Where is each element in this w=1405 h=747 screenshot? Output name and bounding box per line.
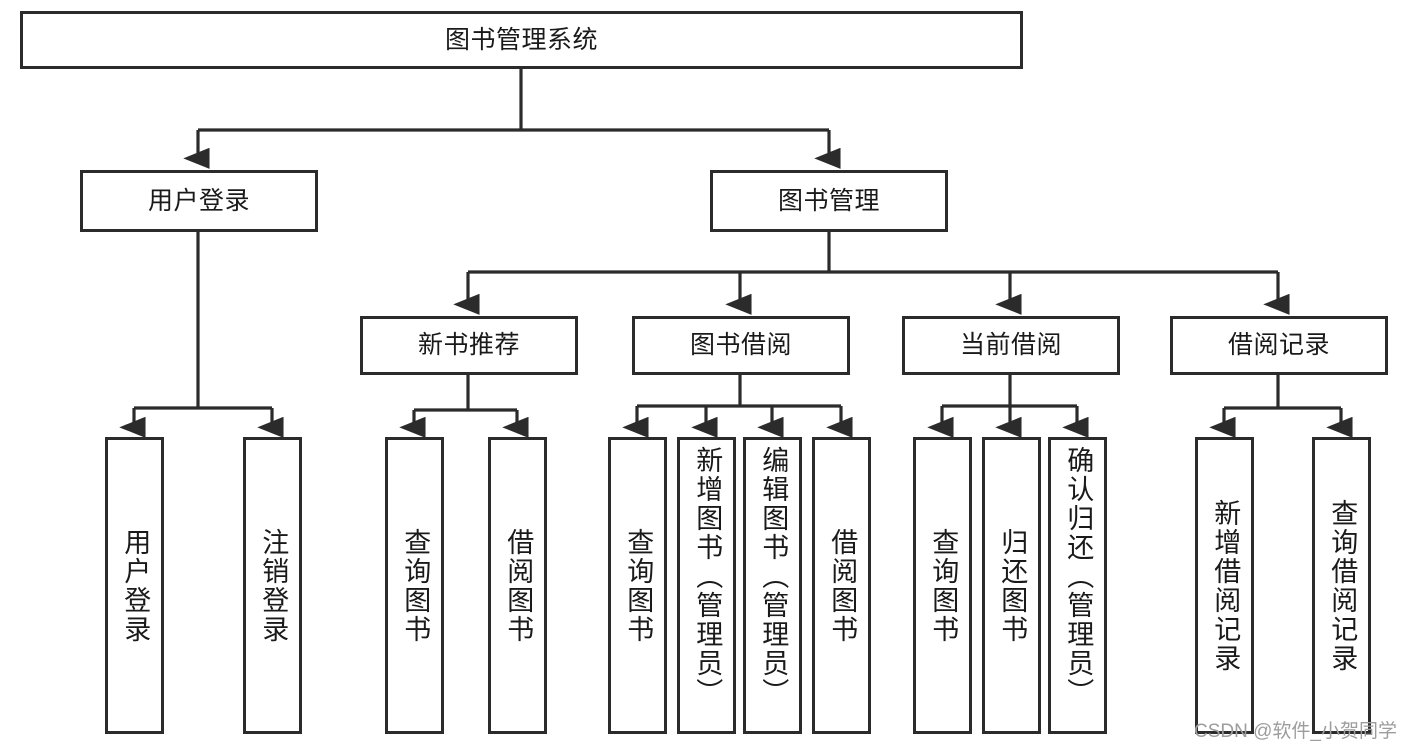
node-label: 归还图书 (997, 527, 1028, 644)
node-label: 借阅记录 (1227, 331, 1330, 360)
node-label: 图书管理系统 (444, 25, 598, 54)
node-label: 用户登录 (120, 527, 151, 644)
node-book-borrow[interactable]: 图书借阅 (632, 316, 850, 375)
leaf-current-return-book[interactable]: 归还图书 (982, 437, 1041, 734)
node-label: 查询图书 (400, 527, 431, 644)
node-label: 用户登录 (147, 186, 250, 215)
leaf-recommend-query-book[interactable]: 查询图书 (385, 437, 444, 734)
node-label: 注销登录 (258, 527, 289, 644)
leaf-record-query-borrow-record[interactable]: 查询借阅记录 (1312, 437, 1371, 734)
csdn-watermark: CSDN @软件_小贺同学 (1194, 721, 1397, 742)
node-label: 查询图书 (928, 527, 959, 644)
node-label: 新增图书（管理员） (692, 446, 723, 707)
leaf-recommend-borrow-book[interactable]: 借阅图书 (488, 437, 547, 734)
node-user-login[interactable]: 用户登录 (80, 170, 318, 232)
leaf-user-login[interactable]: 用户登录 (105, 437, 164, 734)
node-label: 新增借阅记录 (1210, 498, 1241, 673)
node-label: 查询借阅记录 (1327, 498, 1358, 673)
node-label: 查询图书 (623, 527, 654, 644)
node-label: 图书借阅 (689, 331, 792, 360)
node-label: 借阅图书 (827, 527, 858, 644)
leaf-borrow-query-book[interactable]: 查询图书 (608, 437, 667, 734)
node-new-book-recommend[interactable]: 新书推荐 (360, 316, 578, 375)
node-book-manage[interactable]: 图书管理 (710, 170, 948, 232)
leaf-borrow-edit-book-admin[interactable]: 编辑图书（管理员） (743, 437, 802, 734)
node-label: 新书推荐 (417, 331, 520, 360)
leaf-borrow-do-borrow[interactable]: 借阅图书 (812, 437, 871, 734)
node-label: 图书管理 (777, 186, 880, 215)
node-label: 当前借阅 (959, 331, 1062, 360)
leaf-current-confirm-return-admin[interactable]: 确认归还（管理员） (1048, 437, 1107, 734)
node-borrow-record[interactable]: 借阅记录 (1170, 316, 1388, 375)
leaf-borrow-add-book-admin[interactable]: 新增图书（管理员） (677, 437, 736, 734)
node-label: 确认归还（管理员） (1063, 446, 1094, 707)
leaf-user-logout[interactable]: 注销登录 (243, 437, 302, 734)
node-root-system[interactable]: 图书管理系统 (20, 11, 1023, 69)
leaf-current-query-book[interactable]: 查询图书 (913, 437, 972, 734)
node-current-borrow[interactable]: 当前借阅 (902, 316, 1120, 375)
leaf-record-add-borrow-record[interactable]: 新增借阅记录 (1195, 437, 1254, 734)
node-label: 编辑图书（管理员） (758, 446, 789, 707)
node-label: 借阅图书 (503, 527, 534, 644)
